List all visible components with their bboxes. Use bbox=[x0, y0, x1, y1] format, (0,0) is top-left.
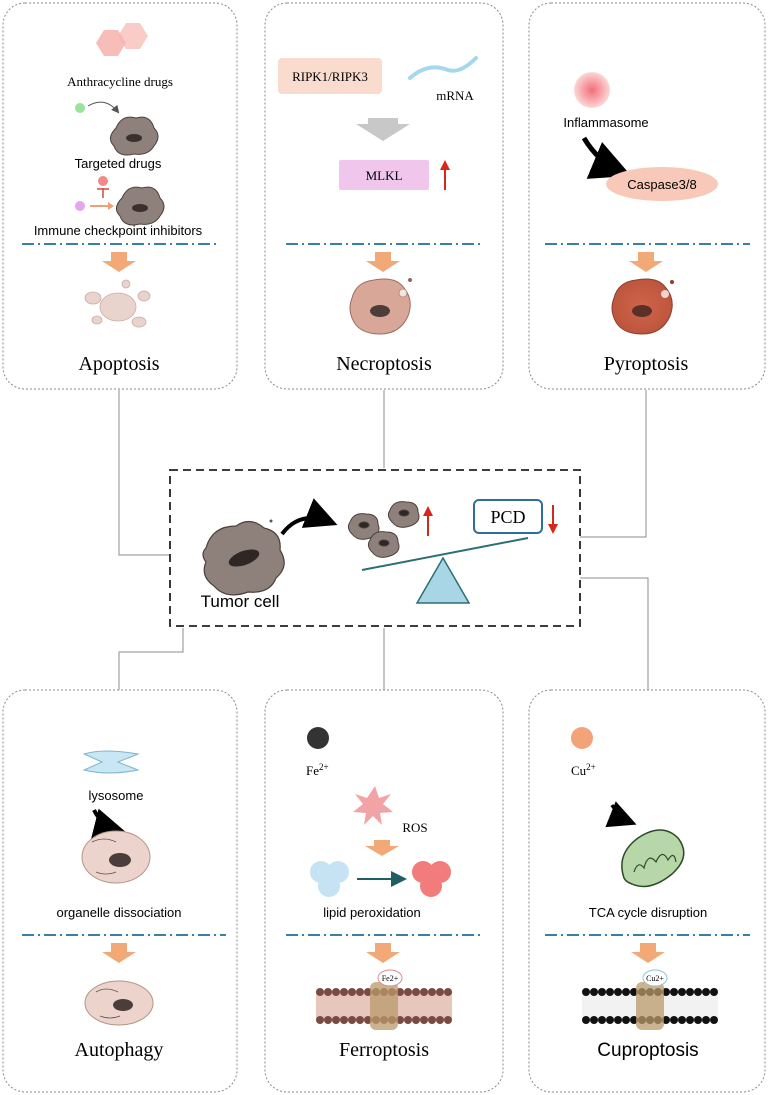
targeted-drugs-label: Targeted drugs bbox=[75, 156, 162, 171]
ripk-box bbox=[278, 58, 382, 94]
curved-black-arrow bbox=[90, 808, 126, 840]
necroptosis-title: Necroptosis bbox=[336, 353, 432, 375]
balance-beam bbox=[361, 537, 529, 571]
autophagy-title: Autophagy bbox=[75, 1039, 164, 1061]
inhibitor-dot bbox=[98, 176, 108, 186]
autophagic-cell-icon bbox=[81, 830, 151, 884]
tca-label: TCA cycle disruption bbox=[589, 905, 708, 920]
cu-label: Cu2+ bbox=[571, 762, 596, 778]
inflammasome-label: Inflammasome bbox=[563, 115, 648, 130]
orange-down-arrow bbox=[366, 943, 400, 963]
immune-cell-icon bbox=[75, 201, 85, 211]
panel-necroptosis: RIPK1/RIPK3 mRNA MLKL Necroptosis bbox=[264, 2, 504, 390]
immune-checkpoint-label: Immune checkpoint inhibitors bbox=[34, 223, 203, 238]
panel-pyroptosis: Inflammasome Caspase3/8 Pyroptosis bbox=[528, 2, 766, 390]
lipid-peroxidation-label: lipid peroxidation bbox=[323, 905, 421, 920]
inflammasome-icon bbox=[574, 72, 610, 108]
caspase-label: Caspase3/8 bbox=[627, 177, 696, 192]
orange-down-arrow bbox=[365, 840, 399, 856]
caspase-oval bbox=[606, 167, 718, 201]
cu-membrane-label: Cu2+ bbox=[646, 974, 664, 983]
ferroptosis-title: Ferroptosis bbox=[339, 1039, 429, 1061]
center-box: Tumor cell PCD bbox=[169, 469, 581, 627]
nucleus-icon bbox=[126, 134, 142, 142]
anthracycline-icon bbox=[118, 23, 148, 49]
pcd-box bbox=[473, 499, 543, 534]
pcd-label: PCD bbox=[490, 507, 525, 527]
panel-cuproptosis: Cu2+ TCA cycle disruption Cu2+ Cuproptos… bbox=[528, 689, 766, 1093]
cuproptosis-title: Cuproptosis bbox=[597, 1040, 698, 1061]
curved-black-arrow bbox=[280, 498, 338, 536]
curved-arrow-icon bbox=[87, 101, 120, 114]
orange-down-arrow bbox=[631, 943, 665, 963]
panel-ferroptosis: Fe2+ ROS lipid peroxidation Fe2+ Ferropt… bbox=[264, 689, 504, 1093]
targeted-drug-dot bbox=[75, 103, 85, 113]
ripk-label: RIPK1/RIPK3 bbox=[292, 69, 368, 84]
membrane-icon: Cu2+ bbox=[582, 969, 718, 1030]
proliferating-cells-icon bbox=[347, 501, 420, 558]
balance-triangle bbox=[415, 556, 471, 604]
ros-icon bbox=[353, 786, 393, 825]
mlkl-label: MLKL bbox=[366, 168, 403, 183]
orange-down-arrow bbox=[366, 252, 400, 272]
gray-down-arrow bbox=[356, 118, 410, 141]
mrna-icon bbox=[408, 56, 478, 80]
mrna-label: mRNA bbox=[436, 88, 474, 103]
tumor-cell-label: Tumor cell bbox=[201, 592, 280, 611]
lysosome-label: lysosome bbox=[89, 788, 144, 803]
curved-black-arrow bbox=[605, 801, 637, 828]
lipid-icon bbox=[310, 861, 349, 897]
mitochondrion-icon bbox=[621, 829, 685, 888]
panel-autophagy: lysosome organelle dissociation Autophag… bbox=[2, 689, 238, 1093]
membrane-icon: Fe2+ bbox=[316, 969, 452, 1030]
iron-ion-icon bbox=[307, 727, 329, 749]
orange-down-arrow bbox=[102, 252, 136, 272]
anthracycline-label: Anthracycline drugs bbox=[67, 74, 173, 89]
curved-black-arrow bbox=[581, 136, 632, 179]
panel-apoptosis: Anthracycline drugs Targeted drugs Immun… bbox=[2, 2, 238, 390]
apoptosis-title: Apoptosis bbox=[78, 353, 159, 375]
fe-membrane-label: Fe2+ bbox=[382, 974, 399, 983]
ros-label: ROS bbox=[402, 820, 427, 835]
pyroptosis-title: Pyroptosis bbox=[604, 353, 689, 375]
apoptotic-cell-icon bbox=[84, 279, 151, 328]
lysosome-icon bbox=[82, 750, 140, 774]
copper-ion-icon bbox=[571, 727, 593, 749]
tumor-cell-icon bbox=[202, 519, 285, 596]
fe-label: Fe2+ bbox=[306, 762, 329, 778]
peroxidized-lipid-icon bbox=[412, 861, 451, 897]
orange-down-arrow bbox=[629, 252, 663, 272]
autophagy-cell-icon bbox=[84, 980, 154, 1026]
mlkl-box bbox=[339, 160, 429, 190]
organelle-dissociation-label: organelle dissociation bbox=[56, 905, 181, 920]
orange-down-arrow bbox=[102, 943, 136, 963]
